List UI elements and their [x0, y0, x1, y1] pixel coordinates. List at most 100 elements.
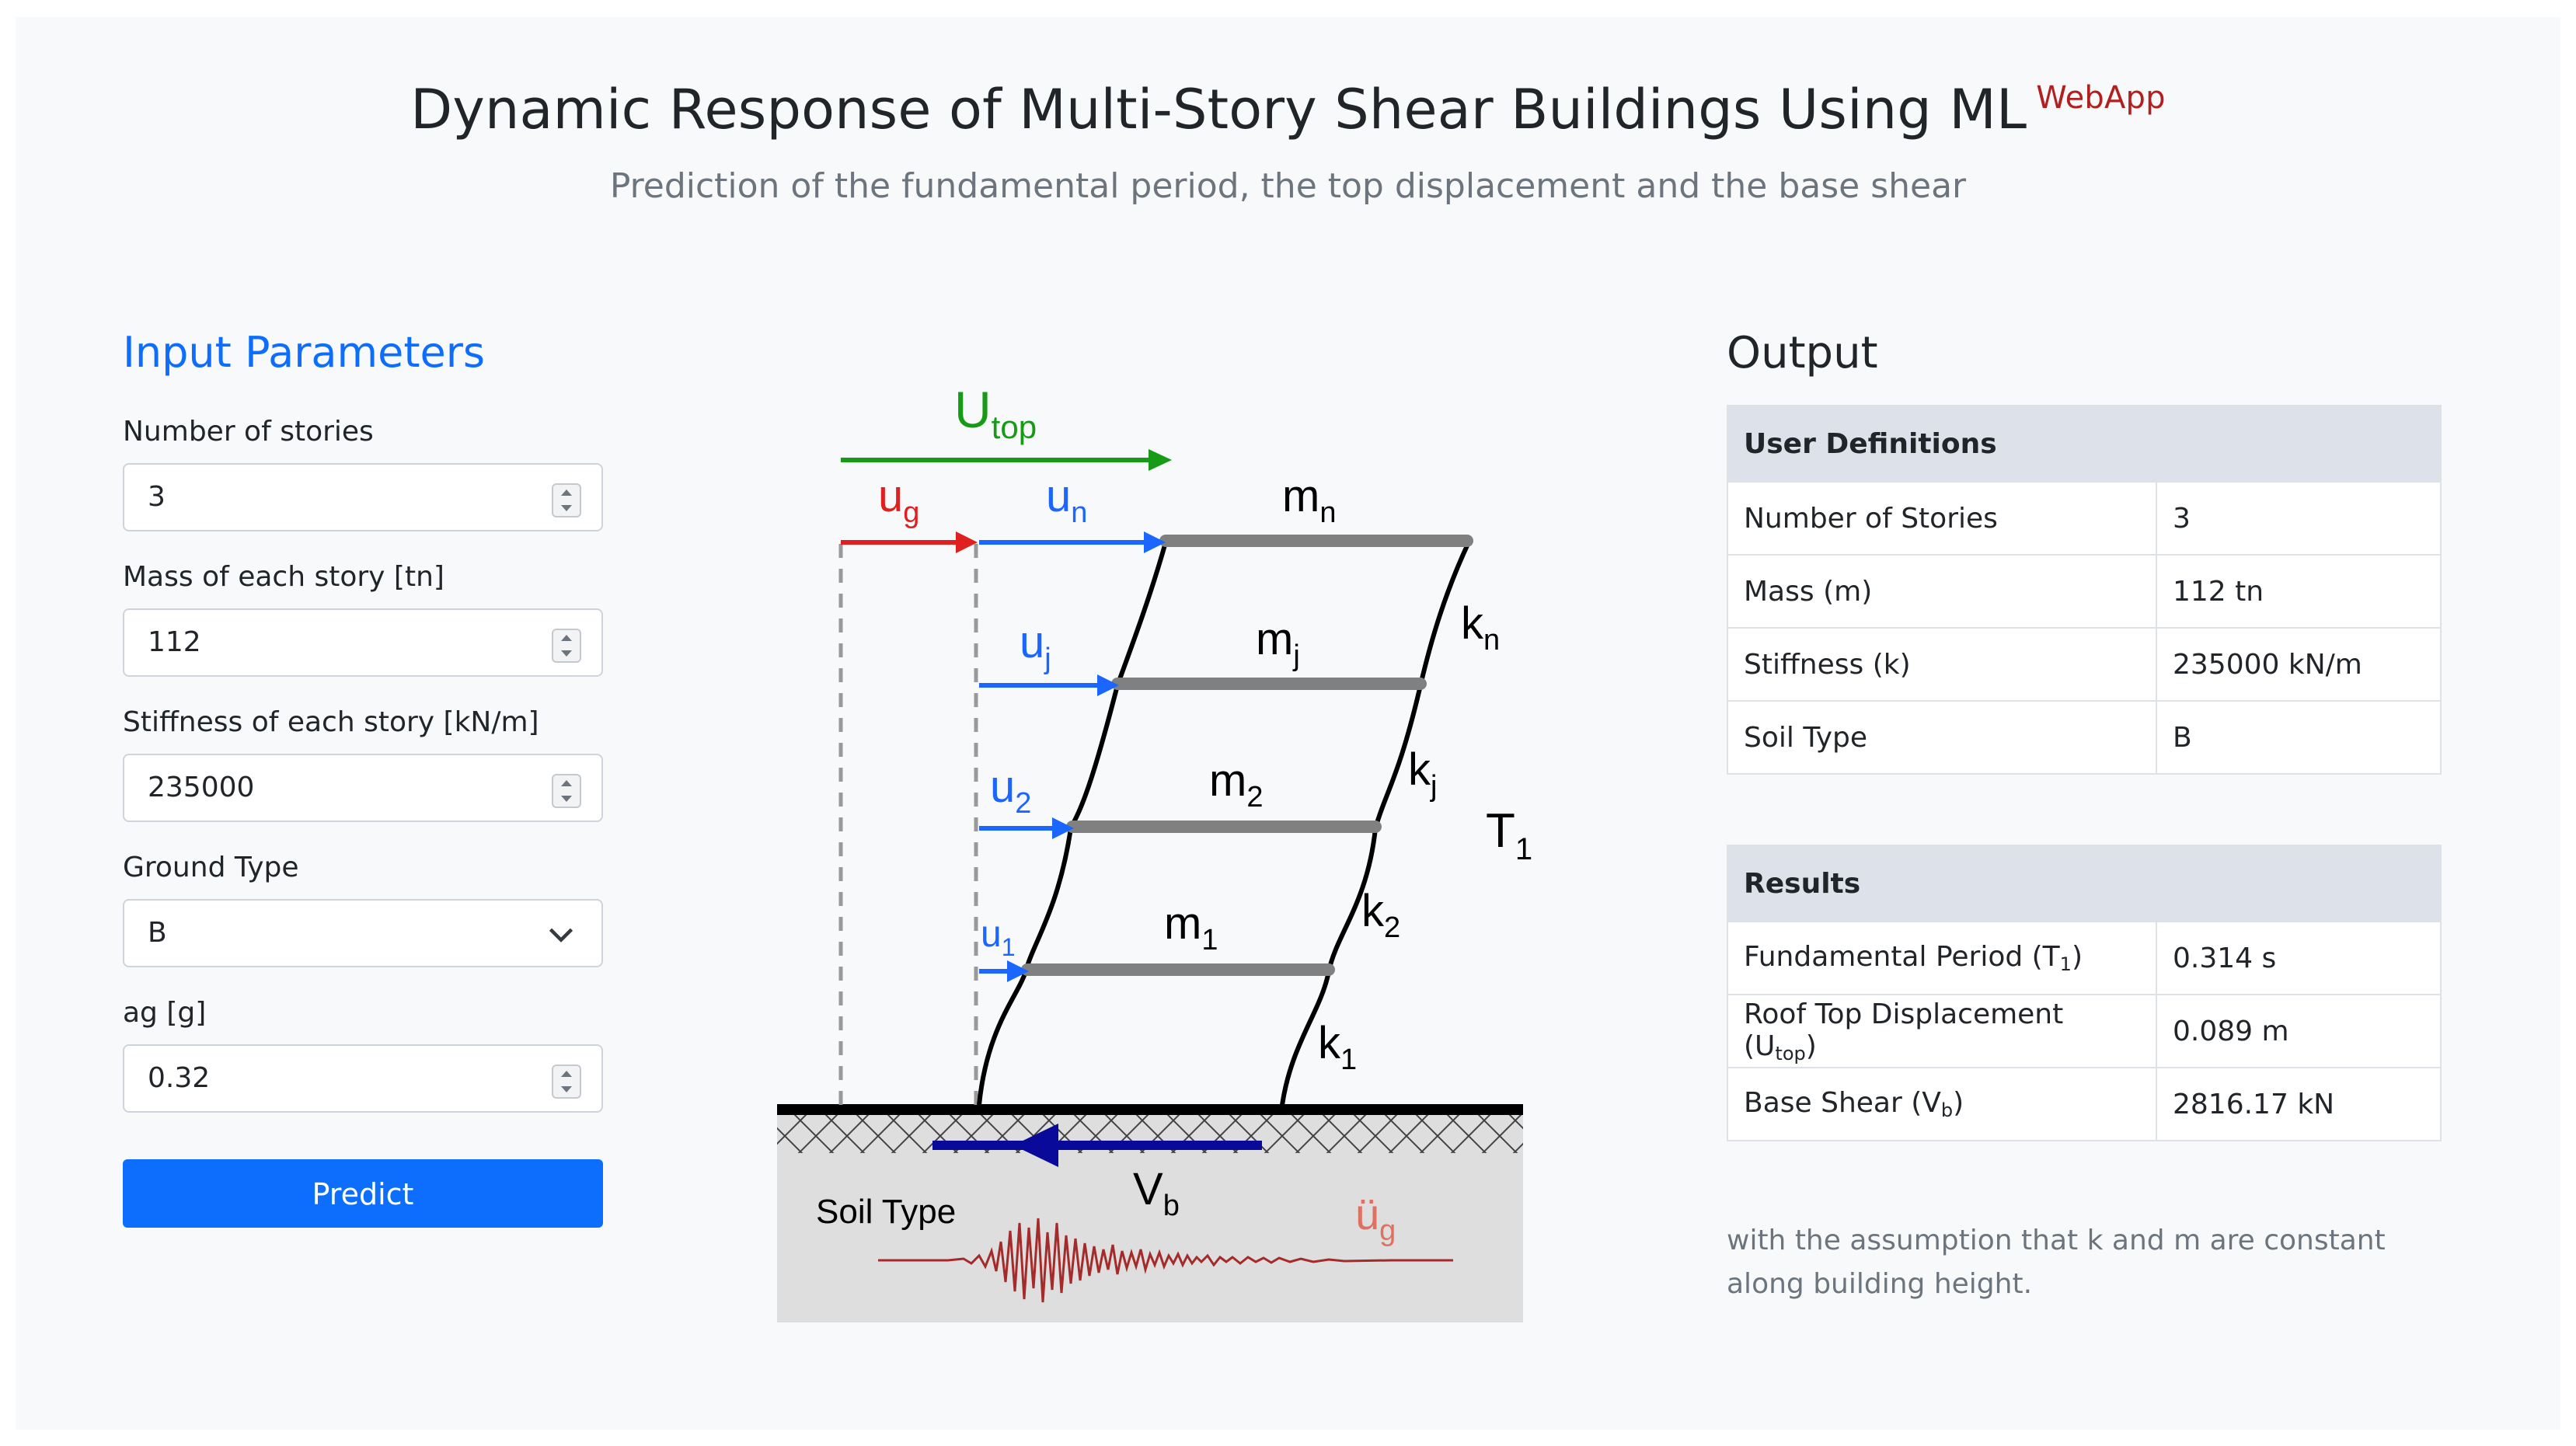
webapp-badge: WebApp: [2036, 80, 2166, 116]
page-title: Dynamic Response of Multi-Story Shear Bu…: [16, 78, 2560, 141]
output-title: Output: [1727, 328, 1878, 378]
k1-label: k1: [1318, 1018, 1357, 1076]
page-title-text: Dynamic Response of Multi-Story Shear Bu…: [410, 78, 2027, 141]
stories-field: Number of stories 3: [123, 416, 605, 531]
app-page: Dynamic Response of Multi-Story Shear Bu…: [16, 17, 2560, 1430]
ag-input-value: 0.32: [148, 1062, 211, 1094]
vb-label: Vb: [1133, 1164, 1180, 1222]
uj-arrowhead-icon: [1097, 674, 1119, 696]
row-key: Roof Top Displacement (Utop): [1727, 994, 2157, 1068]
soil-type-label: Soil Type: [816, 1193, 956, 1231]
ag-input[interactable]: 0.32: [123, 1044, 603, 1113]
row-key: Fundamental Period (T1): [1727, 921, 2157, 995]
input-panel-title: Input Parameters: [123, 328, 486, 377]
uj-label: uj: [1020, 617, 1051, 675]
row-value: 0.314 s: [2156, 921, 2442, 995]
predict-button[interactable]: Predict: [123, 1159, 603, 1228]
ground-label: Ground Type: [123, 852, 299, 883]
row-key-end: ): [2071, 941, 2083, 973]
stiffness-input-value: 235000: [148, 772, 255, 803]
ug-arrowhead-icon: [956, 531, 978, 553]
ground-field: Ground Type B: [123, 852, 605, 967]
stiffness-spinner-icon[interactable]: [552, 774, 581, 808]
u1-label: u1: [981, 914, 1016, 961]
row-key-sub: 1: [2059, 953, 2072, 975]
vb-arrowhead-icon: [1013, 1124, 1058, 1167]
row-key: Base Shear (Vb): [1727, 1067, 2157, 1141]
page-subtitle: Prediction of the fundamental period, th…: [609, 166, 1967, 206]
row-key-text: Base Shear (V: [1744, 1087, 1941, 1119]
input-panel: Input Parameters Number of stories 3 Mas…: [123, 328, 605, 1228]
results-table: Results Fundamental Period (T1) 0.314 s …: [1727, 845, 2442, 1141]
row-value: 235000 kN/m: [2156, 627, 2442, 702]
table-header-row: User Definitions: [1727, 405, 2442, 483]
table-row: Mass (m)112 tn: [1727, 554, 2442, 629]
row-key: Soil Type: [1727, 700, 2157, 775]
table-gap: [1727, 775, 2442, 845]
stories-spinner-icon[interactable]: [552, 483, 581, 517]
ag-spinner-icon[interactable]: [552, 1064, 581, 1099]
table-row: Stiffness (k)235000 kN/m: [1727, 627, 2442, 702]
row-value: 3: [2156, 481, 2442, 556]
un-label: un: [1046, 471, 1087, 529]
user-definitions-header: User Definitions: [1727, 405, 2442, 483]
row-key-sub: b: [1940, 1099, 1954, 1121]
ag-label: ag [g]: [123, 997, 207, 1029]
row-value: 2816.17 kN: [2156, 1067, 2442, 1141]
shear-building-diagram: Utop ug un uj u2 u1 mn mj m2 m1 kn kj k2…: [777, 381, 1532, 1322]
ag-field: ag [g] 0.32: [123, 997, 605, 1113]
chevron-down-icon: [549, 928, 573, 943]
table-row: Base Shear (Vb) 2816.17 kN: [1727, 1067, 2442, 1141]
results-header: Results: [1727, 845, 2442, 922]
ground-type-value: B: [148, 917, 167, 949]
mass-field: Mass of each story [tn] 112: [123, 561, 605, 677]
m2-label: m2: [1209, 755, 1263, 814]
row-key-sub: top: [1775, 1042, 1806, 1064]
t1-label: T1: [1486, 804, 1532, 866]
row-value: 0.089 m: [2156, 994, 2442, 1068]
row-key-text: Fundamental Period (T: [1744, 941, 2060, 973]
m1-label: m1: [1164, 898, 1218, 956]
mass-label: Mass of each story [tn]: [123, 561, 444, 593]
earthquake-record: [878, 1218, 1453, 1303]
ug-label: ug: [878, 471, 919, 529]
stories-input-value: 3: [148, 481, 166, 513]
mass-spinner-icon[interactable]: [552, 629, 581, 663]
table-row: Fundamental Period (T1) 0.314 s: [1727, 921, 2442, 995]
row-key: Mass (m): [1727, 554, 2157, 629]
mn-label: mn: [1282, 471, 1336, 529]
row-key-end: ): [1953, 1087, 1964, 1119]
row-value: B: [2156, 700, 2442, 775]
un-arrowhead-icon: [1144, 531, 1166, 553]
mj-label: mj: [1256, 614, 1300, 672]
stories-label: Number of stories: [123, 416, 374, 448]
u1-arrowhead-icon: [1007, 960, 1029, 982]
u2-arrowhead-icon: [1052, 817, 1074, 839]
mass-input-value: 112: [148, 626, 201, 658]
ugdd-label: üg: [1355, 1190, 1396, 1247]
assumption-note: with the assumption that k and m are con…: [1727, 1225, 2386, 1300]
stiffness-label: Stiffness of each story [kN/m]: [123, 706, 539, 738]
ground-type-select[interactable]: B: [123, 899, 603, 967]
table-row: Roof Top Displacement (Utop) 0.089 m: [1727, 994, 2442, 1068]
stiffness-field: Stiffness of each story [kN/m] 235000: [123, 706, 605, 822]
row-value: 112 tn: [2156, 554, 2442, 629]
row-key: Stiffness (k): [1727, 627, 2157, 702]
u2-label: u2: [990, 761, 1031, 820]
kj-label: kj: [1408, 744, 1437, 803]
row-key: Number of Stories: [1727, 481, 2157, 556]
kn-label: kn: [1461, 598, 1500, 657]
mass-input[interactable]: 112: [123, 608, 603, 677]
utop-arrowhead-icon: [1149, 449, 1172, 471]
table-header-row: Results: [1727, 845, 2442, 922]
k2-label: k2: [1361, 886, 1400, 944]
row-key-text: Roof Top Displacement (U: [1744, 998, 2064, 1062]
row-key-end: ): [1805, 1030, 1817, 1062]
stiffness-input[interactable]: 235000: [123, 754, 603, 822]
stories-input[interactable]: 3: [123, 463, 603, 531]
utop-label: Utop: [954, 381, 1037, 445]
output-panel: Output User Definitions Number of Storie…: [1727, 328, 2442, 1306]
